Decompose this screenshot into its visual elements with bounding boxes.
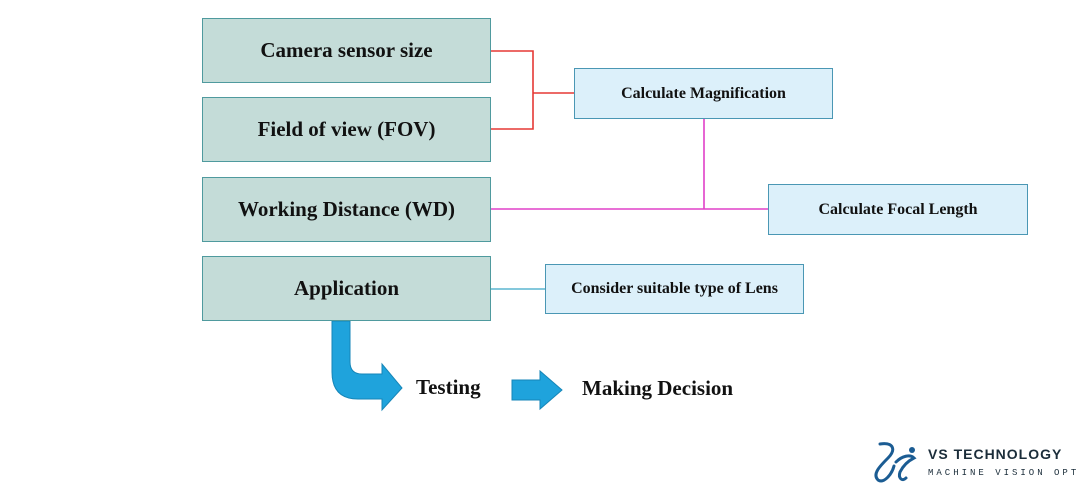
- testing-label: Testing: [416, 375, 481, 399]
- consider-lens-type-box: Consider suitable type of Lens: [545, 264, 804, 314]
- consider-lens-type-label: Consider suitable type of Lens: [571, 280, 778, 297]
- logo-mark-icon: [874, 442, 917, 483]
- field-of-view-label: Field of view (FOV): [257, 117, 436, 141]
- straight-flow-arrow: [511, 369, 563, 411]
- working-distance-box: Working Distance (WD): [202, 177, 491, 242]
- application-box: Application: [202, 256, 491, 321]
- logo-company-name: VS TECHNOLOGY: [928, 446, 1063, 462]
- working-distance-label: Working Distance (WD): [238, 197, 455, 221]
- field-of-view-box: Field of view (FOV): [202, 97, 491, 162]
- application-label: Application: [293, 276, 400, 300]
- calculate-magnification-label: Calculate Magnification: [621, 84, 786, 102]
- making-decision-label: Making Decision: [582, 376, 734, 400]
- camera-sensor-size-box: Camera sensor size: [202, 18, 491, 83]
- vs-technology-logo: VS TECHNOLOGY MACHINE VISION OPTICS: [866, 440, 1079, 486]
- curved-flow-arrow: [331, 320, 403, 412]
- logo-tagline: MACHINE VISION OPTICS: [928, 468, 1079, 478]
- calculate-focal-length-label: Calculate Focal Length: [818, 200, 978, 218]
- camera-sensor-size-label: Camera sensor size: [260, 38, 433, 62]
- calculate-magnification-box: Calculate Magnification: [574, 68, 833, 119]
- calculate-focal-length-box: Calculate Focal Length: [768, 184, 1028, 235]
- magnification-connector: [491, 50, 534, 130]
